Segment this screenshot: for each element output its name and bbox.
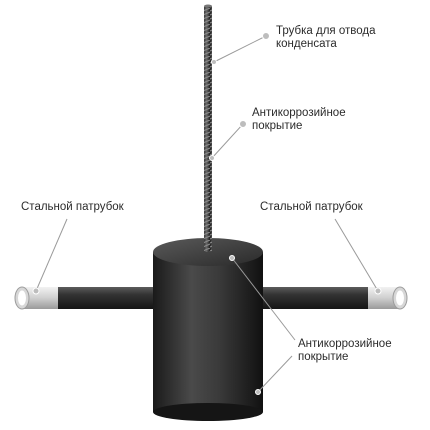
label-line: Стальной патрубок (260, 201, 363, 213)
label-pipe-right: Стальной патрубок (260, 201, 363, 214)
leader-line-coating-top (211, 123, 244, 159)
right-steel-pipe (262, 286, 408, 310)
label-line: покрытие (252, 120, 303, 132)
condensate-tube (204, 4, 212, 252)
label-line: Трубка для отвода (276, 25, 376, 37)
left-steel-pipe (14, 286, 162, 310)
label-line: Стальной патрубок (21, 201, 124, 213)
label-coating-top: Антикоррозийное покрытие (252, 107, 346, 133)
leader-line-pipe-left (35, 218, 68, 292)
cylinder-body (153, 238, 263, 421)
leader-line-condensate-tube (213, 35, 267, 63)
label-pipe-left: Стальной патрубок (21, 201, 124, 214)
marker-dot (262, 32, 270, 40)
label-condensate-tube: Трубка для отвода конденсата (276, 25, 375, 51)
label-line: конденсата (276, 38, 337, 50)
leader-line-coating-body (257, 355, 293, 393)
leader-line-coating-cap (231, 257, 296, 341)
label-line: Антикоррозийное (252, 107, 346, 119)
leader-lines (35, 35, 379, 393)
marker-dot (209, 155, 215, 161)
marker-dot (32, 287, 40, 295)
marker-dot (239, 120, 247, 128)
label-coating-bottom: Антикоррозийное покрытие (298, 338, 392, 364)
label-line: покрытие (298, 351, 349, 363)
marker-dot (211, 59, 217, 65)
label-line: Антикоррозийное (298, 338, 392, 350)
marker-dot (229, 255, 235, 261)
marker-dot (374, 287, 382, 295)
marker-dot (255, 389, 261, 395)
leader-line-pipe-right (334, 218, 379, 292)
marker-dots (32, 32, 382, 395)
